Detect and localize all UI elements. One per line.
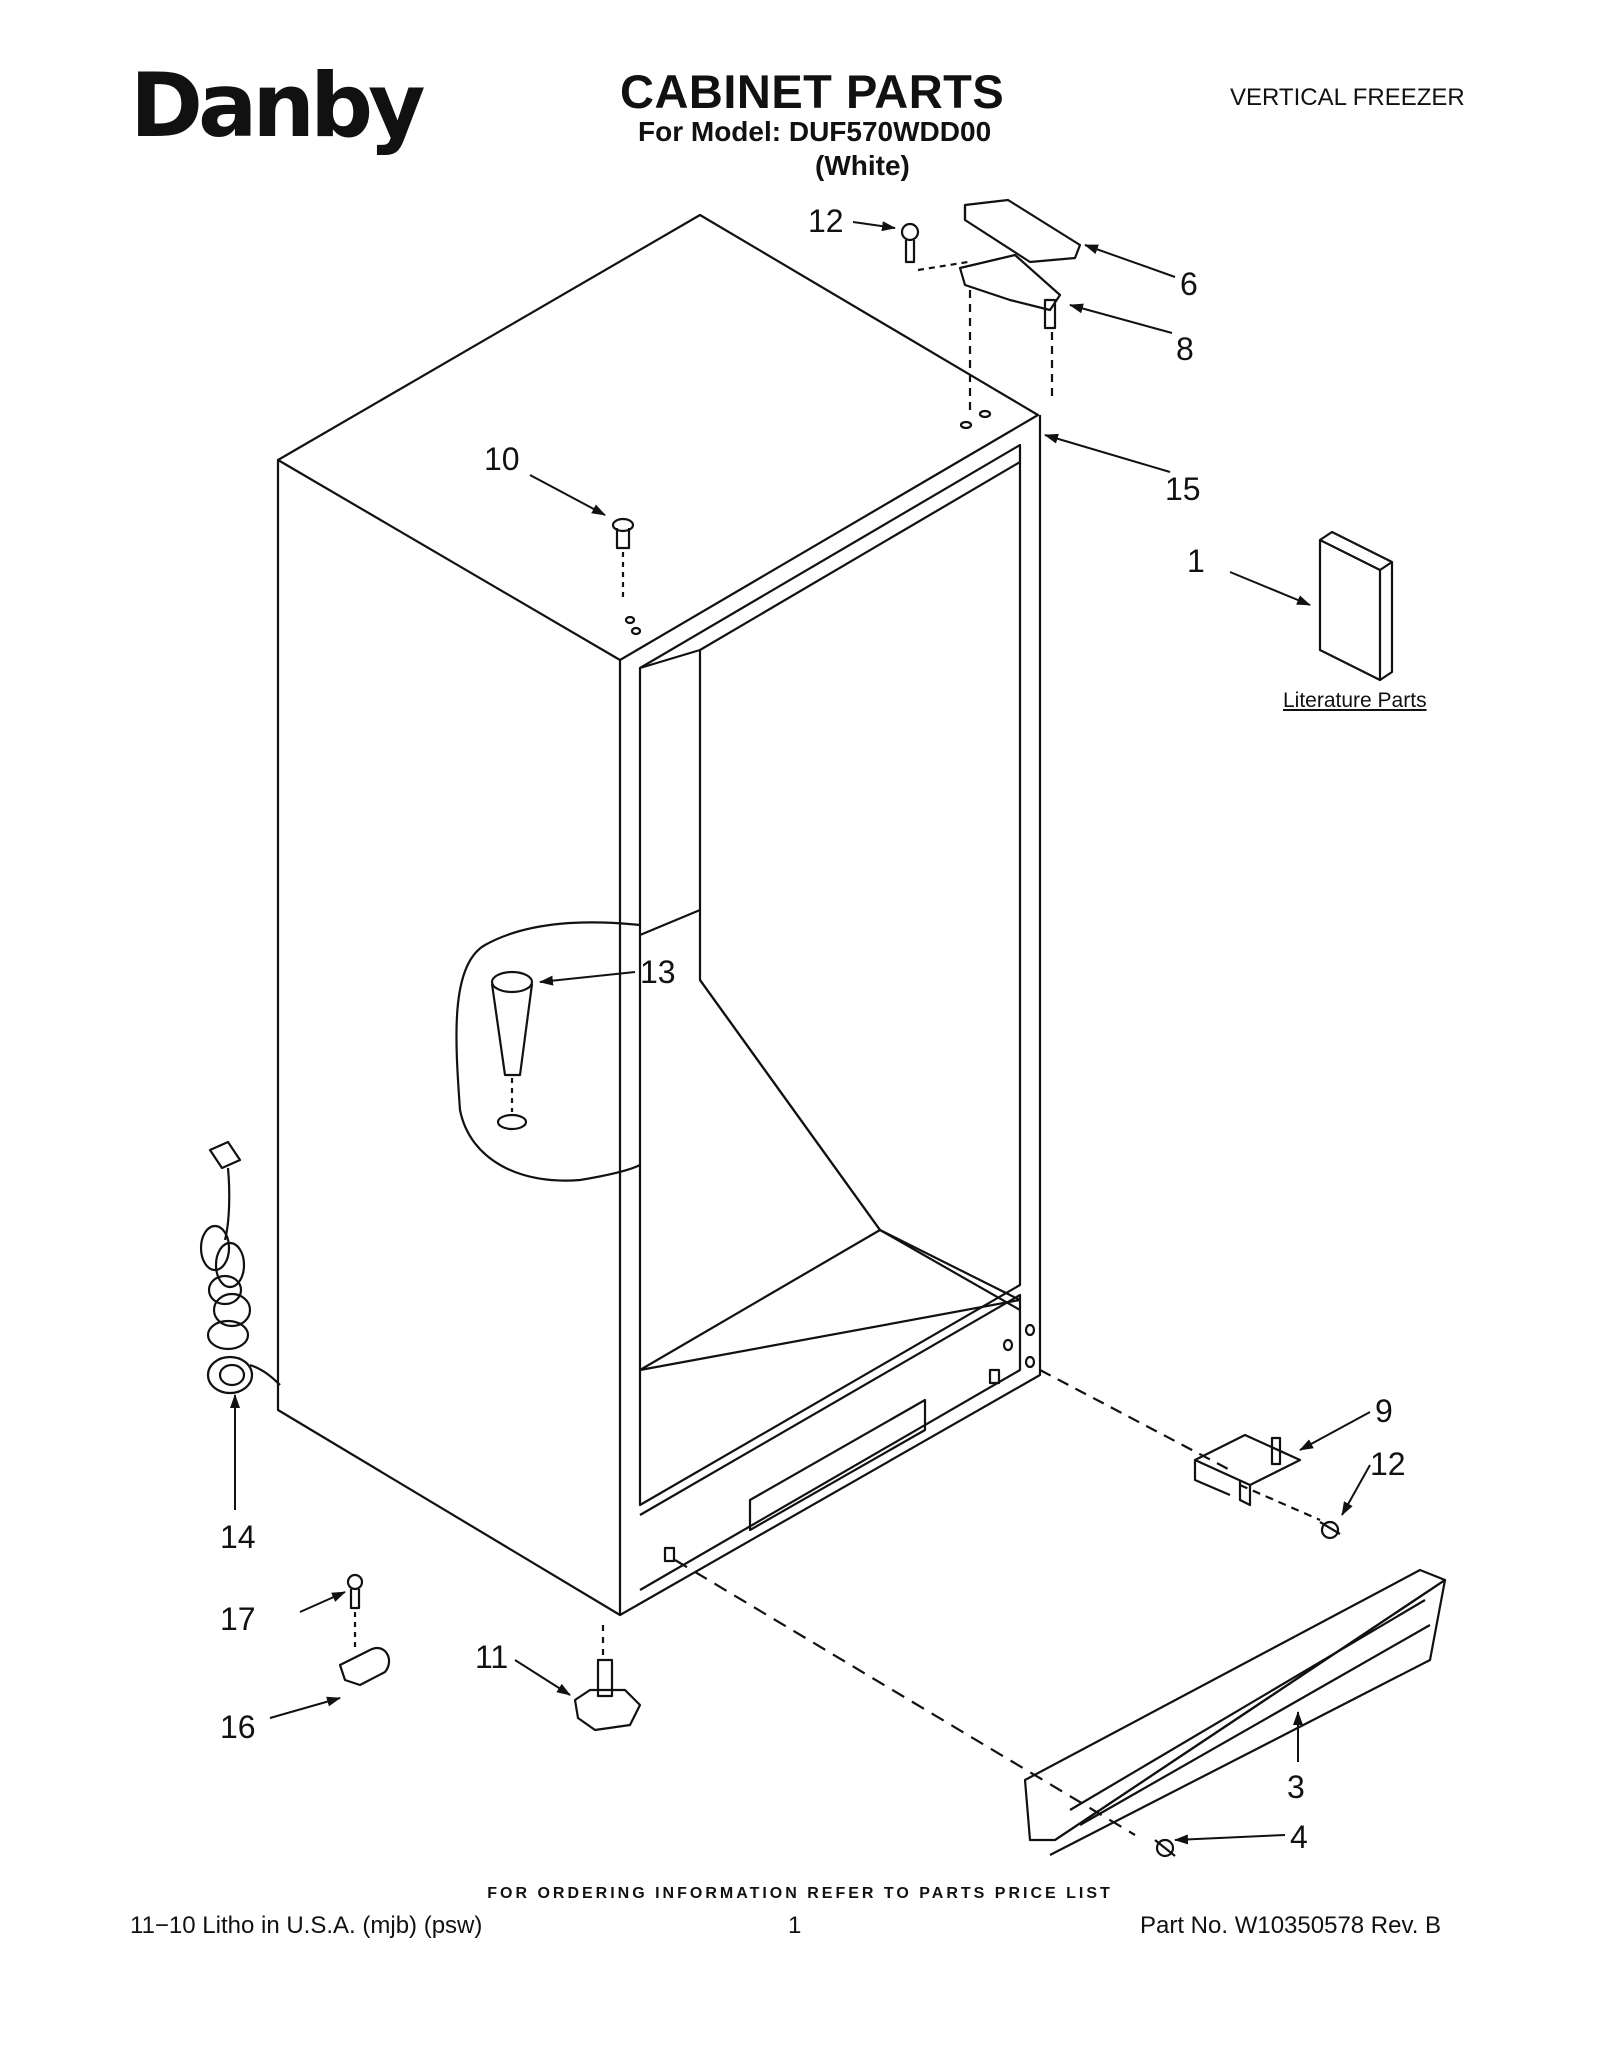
literature-booklet	[1318, 530, 1394, 682]
grille-screw-part	[1154, 1838, 1176, 1858]
callout-13: 13	[640, 954, 676, 990]
callout-15: 15	[1165, 471, 1201, 507]
callout-6: 6	[1180, 266, 1198, 302]
product-type: VERTICAL FREEZER	[1230, 84, 1465, 111]
callout-16: 16	[220, 1709, 256, 1745]
print-info: 11−10 Litho in U.S.A. (mjb) (psw)	[130, 1912, 483, 1939]
cabinet-body	[276, 213, 1042, 1617]
callout-1: 1	[1187, 543, 1205, 579]
callout-14: 14	[220, 1519, 256, 1555]
model-line: For Model: DUF570WDD00	[638, 116, 992, 147]
bottom-hinge-part	[1039, 1369, 1321, 1522]
callout-17: 17	[220, 1601, 256, 1637]
part-number: Part No. W10350578 Rev. B	[1140, 1912, 1442, 1939]
callout-8: 8	[1176, 331, 1194, 367]
ordering-note: FOR ORDERING INFORMATION REFER TO PARTS …	[487, 1885, 1113, 1902]
leader-lines	[230, 221, 1371, 1845]
cord-clamp-part	[338, 1573, 391, 1687]
leveling-leg-part	[573, 1625, 642, 1732]
color-line: (White)	[815, 150, 910, 181]
screw-part	[1319, 1520, 1341, 1540]
page-number: 1	[788, 1912, 802, 1939]
brand-logo: Danby	[130, 54, 425, 157]
callout-10: 10	[484, 441, 520, 477]
plug-button-part	[611, 517, 635, 600]
top-hinge-assembly	[900, 198, 1082, 410]
callout-3: 3	[1287, 1769, 1305, 1805]
page-title: CABINET PARTS	[620, 65, 1005, 118]
callout-12-bottom: 12	[1370, 1446, 1406, 1482]
power-cord-part	[199, 1140, 281, 1395]
callout-12-top: 12	[808, 203, 844, 239]
drain-tube-part	[490, 970, 534, 1131]
toe-grille-part	[674, 1559, 1447, 1856]
callout-9: 9	[1375, 1393, 1393, 1429]
callout-4: 4	[1290, 1819, 1308, 1855]
literature-parts-label: Literature Parts	[1283, 689, 1427, 712]
callout-11: 11	[475, 1639, 508, 1675]
